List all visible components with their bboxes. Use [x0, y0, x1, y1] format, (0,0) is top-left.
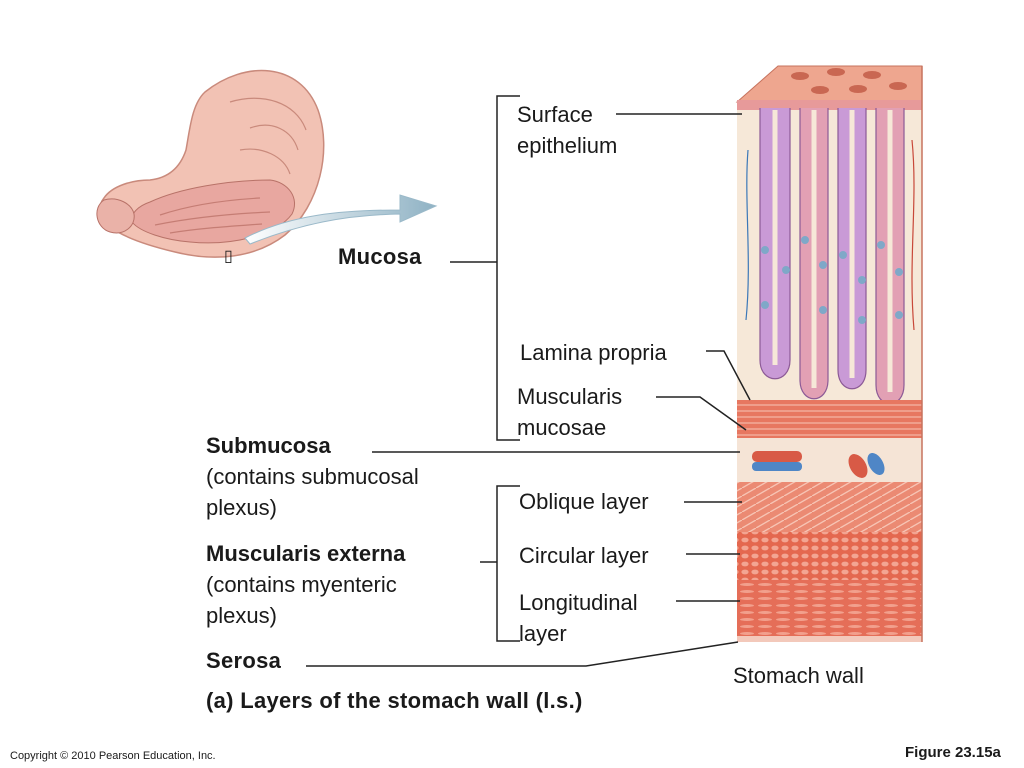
copyright-text: Copyright © 2010 Pearson Education, Inc.	[10, 750, 216, 762]
magnify-arrow	[244, 194, 438, 245]
pyloric-end	[96, 198, 135, 234]
gastric-pit-marker: ▯	[224, 248, 233, 265]
figure-number: Figure 23.15a	[905, 744, 1001, 761]
figure-caption: (a) Layers of the stomach wall (l.s.)	[206, 688, 583, 713]
submucosa-label: Submucosa (contains submucosal plexus)	[206, 433, 419, 520]
muscularis-mucosae-band	[737, 400, 922, 438]
surface-epithelium-band	[737, 100, 922, 110]
muscularis-externa-bracket	[496, 485, 520, 642]
stomach-wall-label: Stomach wall	[733, 663, 864, 688]
longitudinal-layer-label: Longitudinal layer	[519, 590, 638, 646]
circular-layer-label: Circular layer	[519, 543, 649, 568]
muscularis-mucosae-label: Muscularis mucosae	[517, 384, 623, 440]
muscularis-externa-label: Muscularis externa (contains myenteric p…	[206, 541, 406, 628]
circular-layer-band	[737, 532, 922, 580]
tissue-block	[735, 65, 923, 642]
longitudinal-layer-band	[737, 580, 922, 636]
mucosa-label: Mucosa	[338, 244, 422, 269]
parietal-cells	[761, 236, 903, 324]
serosa-label: Serosa	[206, 648, 282, 673]
leader-lines	[306, 95, 751, 667]
mucosa-bracket	[496, 95, 520, 441]
surface-epithelium-label: Surface epithelium	[517, 102, 618, 158]
serosa-band	[737, 636, 922, 642]
gastric-glands	[759, 108, 905, 405]
oblique-layer-label: Oblique layer	[519, 489, 649, 514]
stomach-illustration	[96, 69, 325, 258]
lamina-propria-label: Lamina propria	[520, 340, 667, 365]
oblique-layer-band	[737, 482, 922, 532]
